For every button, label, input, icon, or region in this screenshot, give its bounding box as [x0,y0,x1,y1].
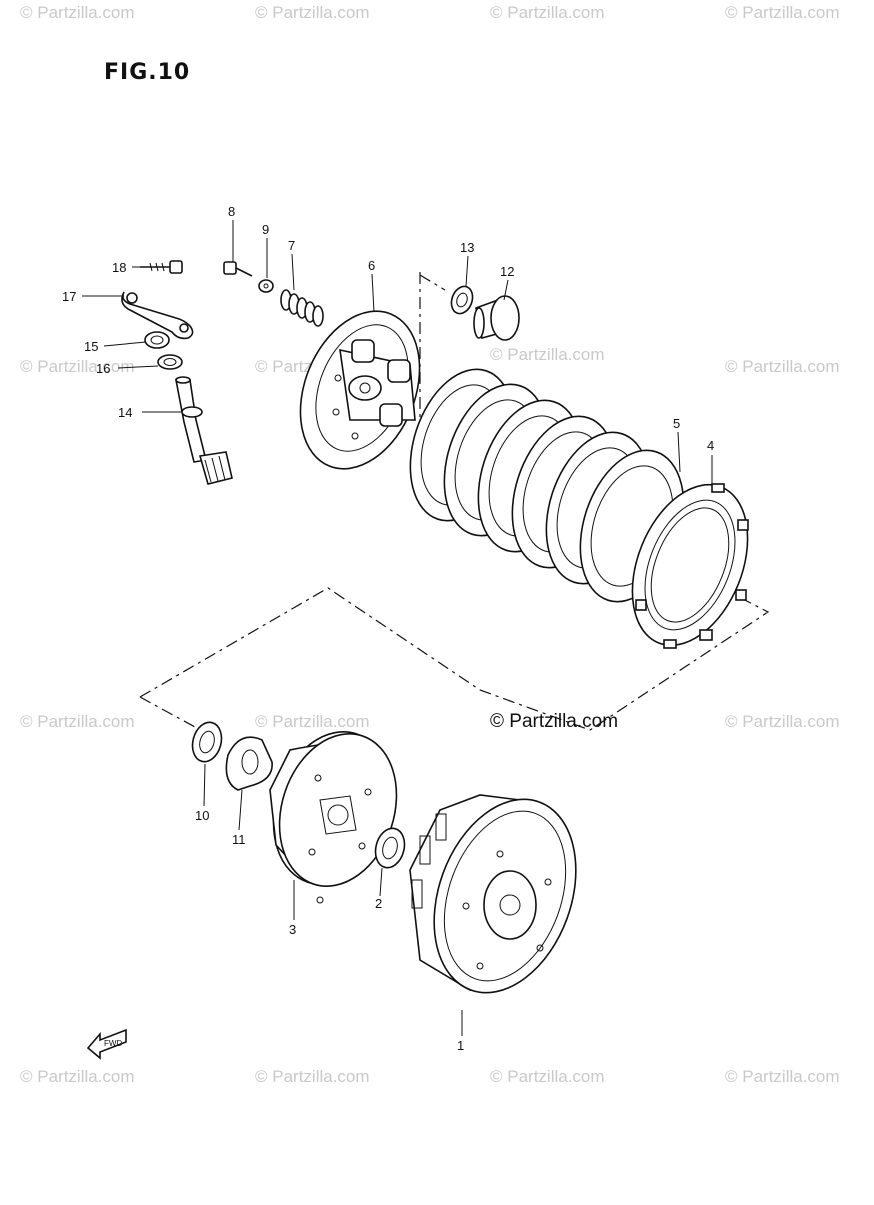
bolt-8 [223,261,253,277]
watermark: © Partzilla.com [725,1067,840,1086]
assembly-guide-lines [139,272,770,731]
release-shaft-14 [175,376,233,485]
leader-lines [82,220,713,1036]
callout-2: 2 [375,896,382,911]
watermark-layer: © Partzilla.com © Partzilla.com © Partzi… [20,3,840,1086]
watermark: © Partzilla.com [20,1067,135,1086]
callout-13: 13 [460,240,474,255]
watermark: © Partzilla.com [490,3,605,22]
sleeve-hub-3 [269,731,398,904]
oil-seal-15 [144,331,170,349]
callout-3: 3 [289,922,296,937]
washer-16 [157,354,183,370]
callout-10: 10 [195,808,209,823]
clutch-housing-1 [409,794,577,994]
watermark: © Partzilla.com [725,712,840,731]
lock-washer-11 [225,736,273,791]
watermark-main: © Partzilla.com [490,711,618,732]
watermark: © Partzilla.com [490,1067,605,1086]
callout-14: 14 [118,405,132,420]
callout-4: 4 [707,438,714,453]
watermark: © Partzilla.com [255,3,370,22]
drive-plate-4 [631,483,749,649]
fwd-arrow-icon: FWD [86,1028,127,1060]
watermark: © Partzilla.com [255,1067,370,1086]
fwd-label: FWD [104,1039,122,1048]
callout-1: 1 [457,1038,464,1053]
watermark: © Partzilla.com [255,712,370,731]
callout-11: 11 [232,832,246,847]
watermark: © Partzilla.com [725,3,840,22]
watermark: © Partzilla.com [725,357,840,376]
callout-6: 6 [368,258,375,273]
callout-5: 5 [673,416,680,431]
release-arm-17 [121,291,194,340]
bolt-18 [140,260,183,274]
callout-12: 12 [500,264,514,279]
watermark: © Partzilla.com [490,345,605,364]
figure-title: FIG.10 [104,60,191,85]
callout-15: 15 [84,339,98,354]
watermark: © Partzilla.com [20,357,135,376]
spring-7 [280,289,324,327]
callout-9: 9 [262,222,269,237]
bearing-13 [450,285,474,315]
callout-labels: 1 2 3 4 5 6 7 8 9 10 11 12 13 14 15 16 1… [62,204,714,1053]
callout-17: 17 [62,289,76,304]
callout-18: 18 [112,260,126,275]
callout-16: 16 [96,361,110,376]
callout-8: 8 [228,204,235,219]
pressure-plate-6 [299,310,421,470]
callout-7: 7 [288,238,295,253]
push-piece-12 [473,295,520,341]
watermark: © Partzilla.com [20,712,135,731]
watermark: © Partzilla.com [20,3,135,22]
nut-10 [191,721,223,763]
washer-2 [374,827,406,869]
washer-9 [258,279,274,293]
